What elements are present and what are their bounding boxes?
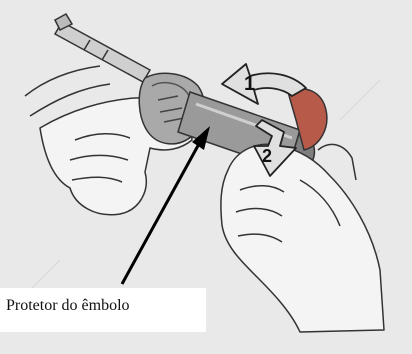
caption-box: Protetor do êmbolo	[0, 288, 206, 332]
callout-step-2: 2	[262, 146, 272, 166]
right-hand	[221, 144, 384, 332]
plunger-protector-label: Protetor do êmbolo	[6, 297, 130, 315]
pen-shaft	[55, 14, 150, 82]
callout-step-1: 1	[244, 73, 255, 95]
